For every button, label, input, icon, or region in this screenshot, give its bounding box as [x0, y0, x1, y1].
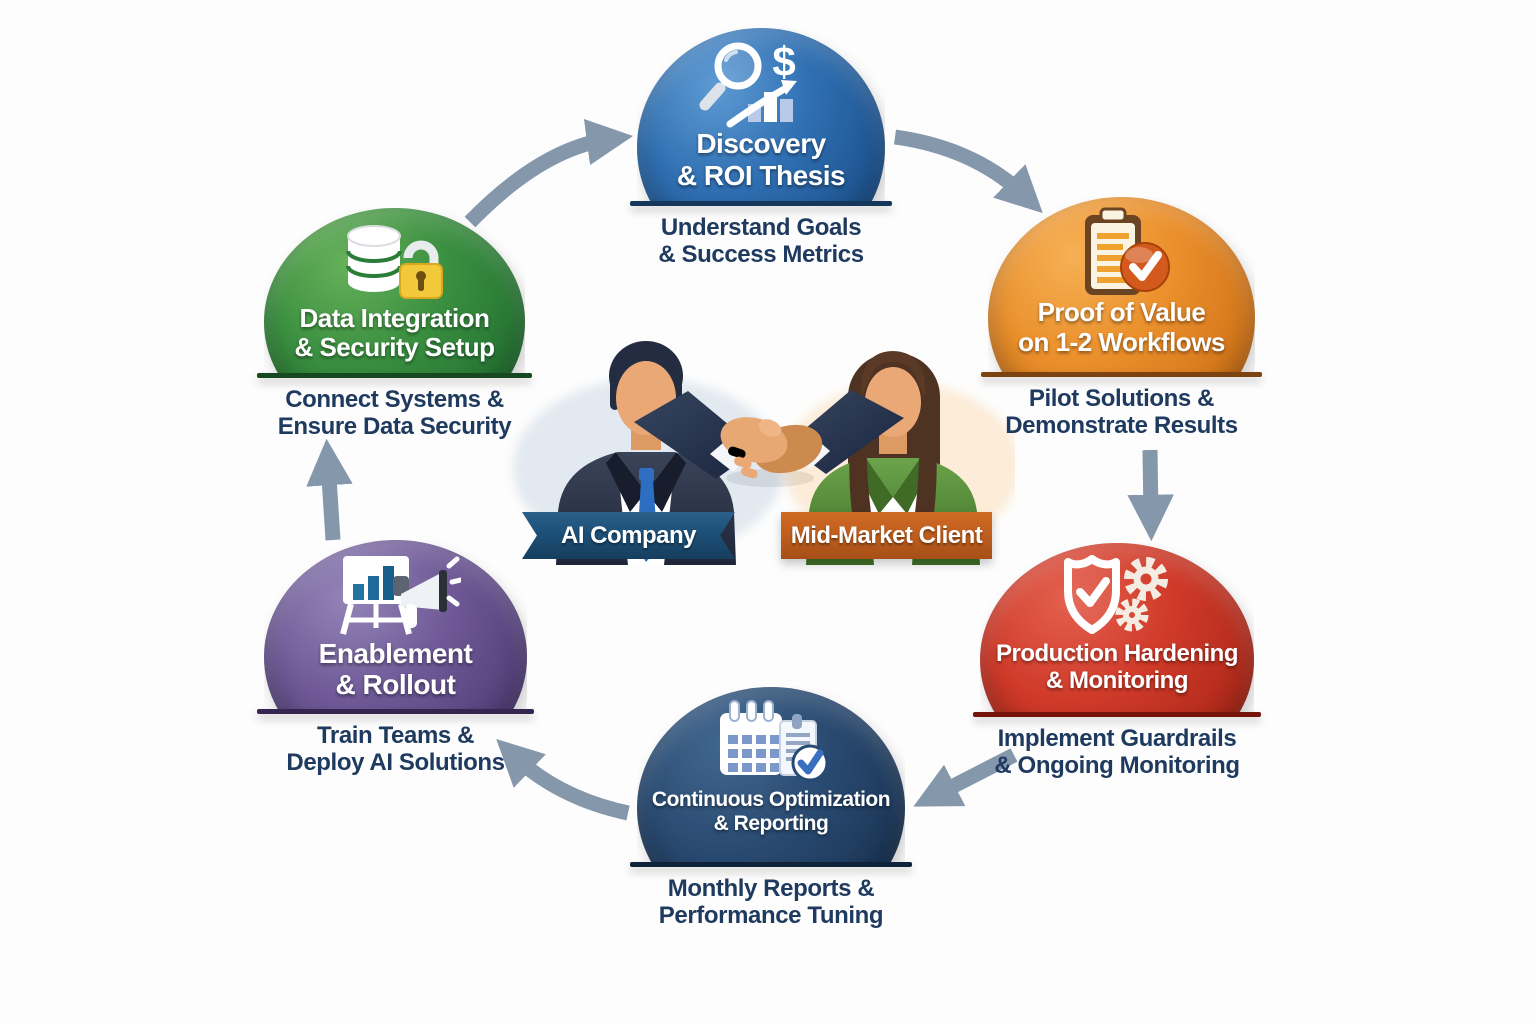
mid-market-client-banner: Mid-Market Client	[781, 512, 992, 559]
stage-dome: Data Integration & Security Setup	[264, 208, 525, 376]
stage-discovery-roi-thesis: $ Discovery & ROI Thesis Understand Goal…	[630, 28, 892, 269]
stage-subtitle: Connect Systems & Ensure Data Security	[277, 386, 512, 440]
clipboard-check-icon	[1084, 207, 1170, 295]
shield-check-gears-icon	[1064, 555, 1168, 634]
arrow-discovery-to-proof	[893, 129, 1043, 214]
stage-dome: Production Hardening & Monitoring	[980, 543, 1254, 715]
stage-baseline	[630, 201, 892, 206]
ai-company-label: AI Company	[560, 521, 697, 549]
database-lock-icon	[345, 225, 443, 299]
stage-baseline	[257, 709, 534, 714]
stage-subtitle: Train Teams & Deploy AI Solutions	[286, 722, 505, 776]
mid-market-client-label: Mid-Market Client	[790, 521, 983, 549]
stage-dome: Enablement & Rollout	[264, 540, 527, 712]
stage-continuous-optimization: Continuous Optimization & Reporting Mont…	[630, 687, 912, 930]
stage-production-hardening: Production Hardening & Monitoring Implem…	[973, 543, 1261, 780]
stage-enablement-rollout: Enablement & Rollout Train Teams & Deplo…	[257, 540, 534, 777]
stage-dome: Continuous Optimization & Reporting	[637, 687, 905, 865]
svg-text:$: $	[772, 38, 795, 85]
stage-proof-of-value: Proof of Value on 1-2 Workflows Pilot So…	[981, 197, 1262, 440]
stage-data-integration: Data Integration & Security Setup Connec…	[257, 208, 532, 441]
stage-subtitle: Monthly Reports & Performance Tuning	[658, 875, 884, 929]
stage-dome: $ Discovery & ROI Thesis	[637, 28, 885, 204]
ai-company-banner: AI Company	[522, 512, 735, 559]
stage-subtitle: Understand Goals & Success Metrics	[658, 214, 864, 268]
calendar-report-check-icon	[720, 700, 829, 782]
arrow-enablement-to-dataint	[306, 438, 353, 541]
stage-subtitle: Pilot Solutions & Demonstrate Results	[1005, 385, 1238, 439]
arrow-dataint-to-discovery	[464, 119, 634, 228]
stage-title: Data Integration & Security Setup	[294, 302, 495, 362]
stage-baseline	[981, 372, 1262, 377]
stage-title: Proof of Value on 1-2 Workflows	[1018, 297, 1225, 357]
arrow-production-to-continuous	[913, 748, 1018, 807]
stage-baseline	[257, 373, 532, 378]
stage-baseline	[630, 862, 912, 867]
stage-title: Discovery & ROI Thesis	[676, 128, 846, 191]
stage-subtitle: Implement Guardrails & Ongoing Monitorin…	[994, 725, 1240, 779]
arrow-continuous-to-enablement	[496, 738, 630, 821]
stage-dome: Proof of Value on 1-2 Workflows	[988, 197, 1255, 375]
presentation-megaphone-icon	[339, 556, 461, 635]
stage-title: Production Hardening & Monitoring	[996, 640, 1239, 694]
stage-title: Enablement & Rollout	[318, 638, 473, 701]
handshake-icon	[634, 390, 904, 487]
magnifier-dollar-growth-icon: $	[699, 38, 797, 128]
stage-title: Continuous Optimization & Reporting	[651, 788, 891, 835]
arrow-proof-to-production	[1127, 449, 1174, 542]
stage-baseline	[973, 712, 1261, 717]
